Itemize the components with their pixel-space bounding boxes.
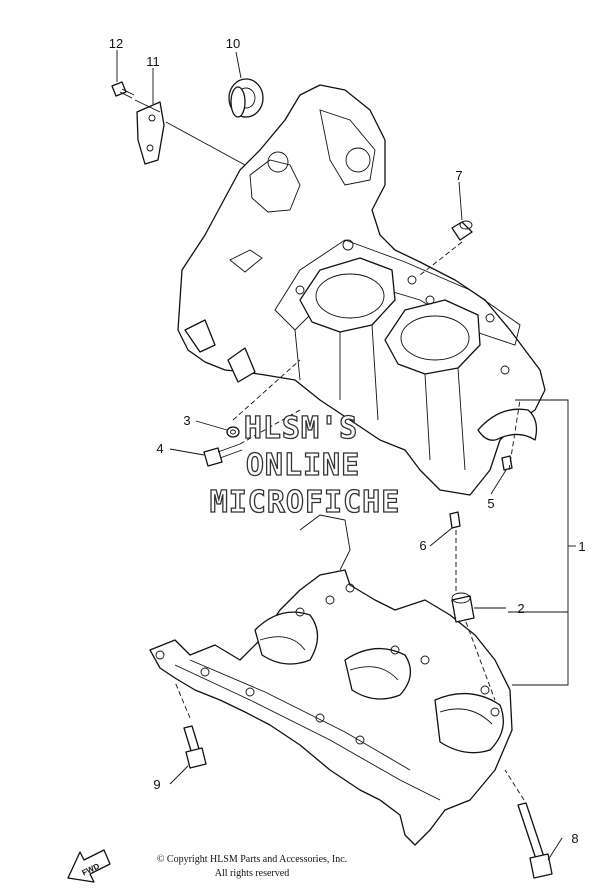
- part-12-screw: [111, 81, 135, 99]
- callout-1: 1: [578, 539, 585, 554]
- callout-7: 7: [455, 168, 462, 183]
- callout-4: 4: [156, 441, 163, 456]
- part-3-washer: [226, 426, 240, 438]
- callout-labels: 12 11 10 7 3 4 5 6 1 2 9 8: [109, 36, 586, 846]
- callout-9: 9: [153, 777, 160, 792]
- part-8-bolt: [517, 802, 553, 879]
- part-6-dowel: [449, 511, 461, 529]
- upper-crankcase: [177, 84, 546, 496]
- watermark-line-3: MICROFICHE: [210, 485, 401, 520]
- callout-10: 10: [226, 36, 240, 51]
- callout-6: 6: [419, 538, 426, 553]
- leader-lines: [116, 50, 576, 861]
- part-9-bolt: [183, 725, 207, 769]
- watermark: HLSM'S ONLINE MICROFICHE: [209, 410, 401, 520]
- copyright-line-1: © Copyright HLSM Parts and Accessories, …: [157, 854, 347, 865]
- watermark-line-1: HLSM'S: [244, 411, 358, 446]
- callout-12: 12: [109, 36, 123, 51]
- part-10-bearing: [228, 78, 264, 118]
- part-11-bracket: [136, 101, 165, 165]
- fwd-arrow-icon: FWD: [67, 849, 111, 883]
- watermark-line-2: ONLINE: [246, 448, 360, 483]
- callout-3: 3: [183, 413, 190, 428]
- callout-11: 11: [146, 54, 160, 69]
- part-7-dowel: [451, 220, 473, 241]
- callout-8: 8: [571, 831, 578, 846]
- part-4-bolt: [203, 443, 243, 467]
- part-2-plug: [451, 592, 475, 623]
- callout-2: 2: [517, 601, 524, 616]
- copyright-line-2: All rights reserved: [215, 868, 289, 879]
- lower-crankcase: [149, 514, 513, 846]
- callout-5: 5: [487, 496, 494, 511]
